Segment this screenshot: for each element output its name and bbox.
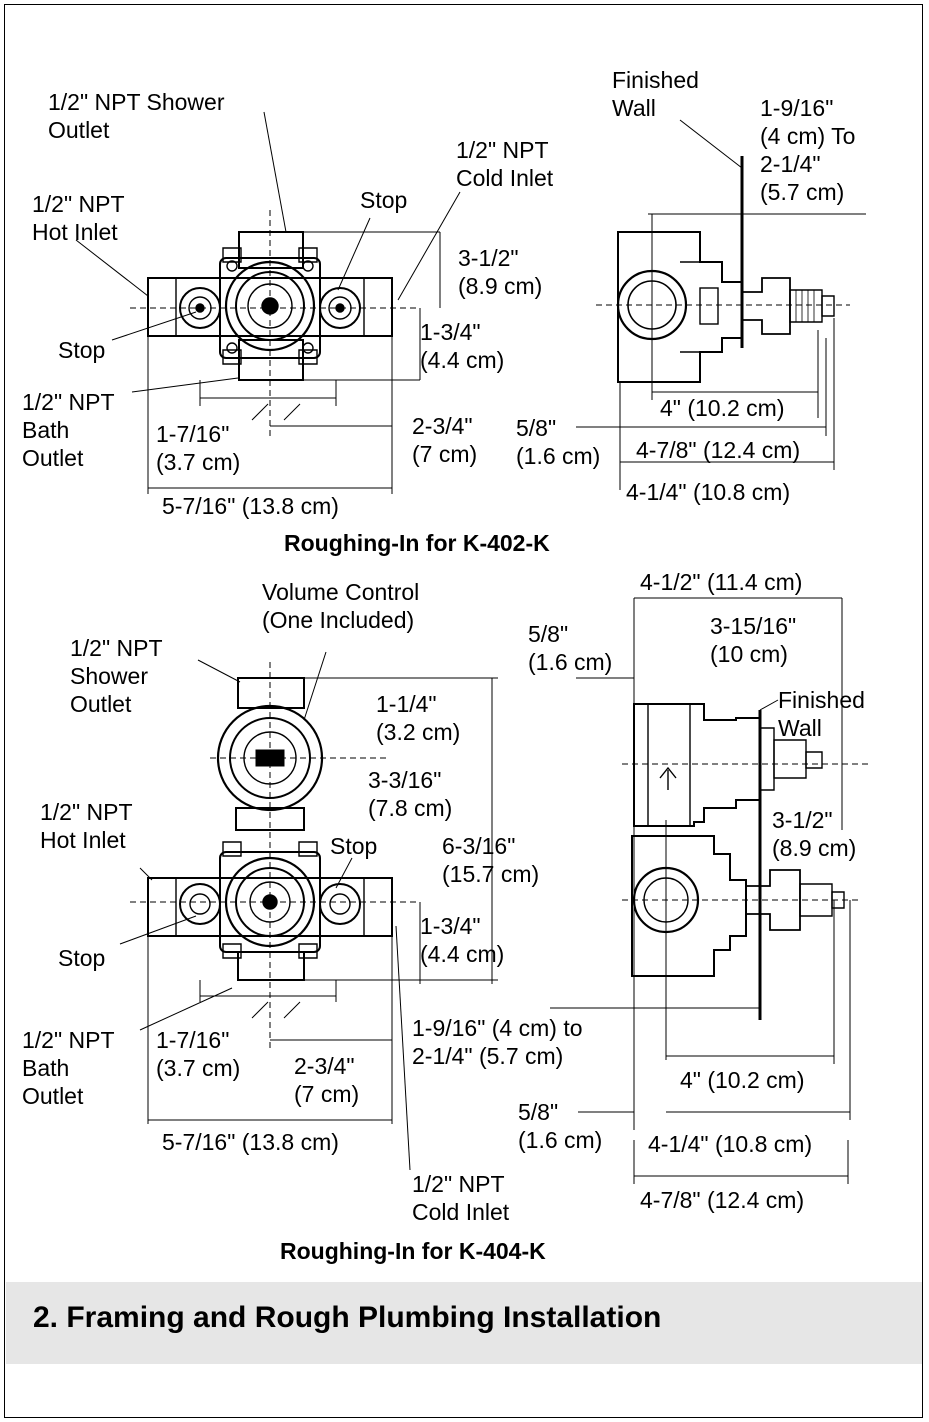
top-side-valve (616, 231, 835, 383)
top-caption: Roughing-In for K-402-K (284, 530, 550, 556)
top-side-dimensions (576, 119, 866, 490)
top-shower-outlet-label: 1/2" NPT Shower Outlet (48, 89, 225, 143)
top-dim-5-8: 5/8" (1.6 cm) (516, 415, 601, 469)
bottom-dim-4: 4" (10.2 cm) (680, 1067, 805, 1093)
bottom-dim-1-7-16: 1-7/16" (3.7 cm) (156, 1027, 241, 1081)
top-cold-inlet-label: 1/2" NPT Cold Inlet (456, 137, 554, 191)
bottom-stop-lower-label: Stop (58, 945, 106, 971)
bottom-volume-control-label: Volume Control (One Included) (262, 579, 420, 633)
bottom-front-dimensions (119, 651, 498, 1171)
bottom-dim-1-9-16: 1-9/16" (4 cm) to 2-1/4" (5.7 cm) (412, 1015, 583, 1069)
bottom-bath-outlet-label: 1/2" NPT Bath Outlet (22, 1027, 115, 1109)
bottom-dim-1-3-4: 1-3/4" (4.4 cm) (420, 913, 505, 967)
top-hot-inlet-label: 1/2" NPT Hot Inlet (32, 191, 125, 245)
bottom-hot-inlet-label: 1/2" NPT Hot Inlet (40, 799, 133, 853)
top-finished-wall-label: Finished Wall (612, 67, 699, 121)
top-front-dimensions (130, 210, 420, 440)
bottom-finished-wall-label: Finished Wall (778, 687, 865, 741)
top-dim-4-1-4: 4-1/4" (10.8 cm) (626, 479, 791, 505)
top-dim-3-1-2: 3-1/2" (8.9 cm) (458, 245, 543, 299)
top-dim-1-3-4: 1-3/4" (4.4 cm) (420, 319, 505, 373)
top-dim-4-7-8: 4-7/8" (12.4 cm) (636, 437, 801, 463)
bottom-shower-outlet-label: 1/2" NPT Shower Outlet (70, 635, 163, 717)
bottom-dim-3-3-16: 3-3/16" (7.8 cm) (368, 767, 453, 821)
bottom-dim-3-1-2: 3-1/2" (8.9 cm) (772, 807, 857, 861)
bottom-cold-inlet-label: 1/2" NPT Cold Inlet (412, 1171, 510, 1225)
bottom-dim-5-8-upper: 5/8" (1.6 cm) (528, 621, 613, 675)
page-border (4, 4, 923, 1418)
bottom-caption: Roughing-In for K-404-K (280, 1238, 546, 1264)
top-dim-4: 4" (10.2 cm) (660, 395, 785, 421)
bottom-dim-5-8-lower: 5/8" (1.6 cm) (518, 1099, 603, 1153)
top-dim-1-7-16: 1-7/16" (3.7 cm) (156, 421, 241, 475)
bottom-side-valves (631, 703, 845, 977)
bottom-dim-4-7-8: 4-7/8" (12.4 cm) (640, 1187, 805, 1213)
top-front-leaders (75, 111, 461, 494)
bottom-dim-3-15-16: 3-15/16" (10 cm) (710, 613, 797, 667)
bottom-dim-5-7-16: 5-7/16" (13.8 cm) (162, 1129, 339, 1155)
bottom-dim-4-1-2: 4-1/2" (11.4 cm) (640, 569, 803, 595)
bottom-dim-1-1-4: 1-1/4" (3.2 cm) (376, 691, 461, 745)
section-title: 2. Framing and Rough Plumbing Installati… (33, 1301, 662, 1334)
top-bath-outlet-label: 1/2" NPT Bath Outlet (22, 389, 115, 471)
bottom-dim-4-1-4: 4-1/4" (10.8 cm) (648, 1131, 813, 1157)
top-dim-1-9-16: 1-9/16" (4 cm) To 2-1/4" (5.7 cm) (760, 95, 856, 205)
top-dim-2-3-4: 2-3/4" (7 cm) (412, 413, 478, 467)
bottom-dim-2-3-4: 2-3/4" (7 cm) (294, 1053, 360, 1107)
section-header: 2. Framing and Rough Plumbing Installati… (6, 1282, 922, 1364)
bottom-dim-6-3-16: 6-3/16" (15.7 cm) (442, 833, 540, 887)
top-stop-lower-label: Stop (58, 337, 106, 363)
top-dim-5-7-16: 5-7/16" (13.8 cm) (162, 493, 339, 519)
bottom-stop-upper-label: Stop (330, 833, 378, 859)
bottom-side-dimensions (550, 597, 870, 1184)
top-stop-upper-label: Stop (360, 187, 408, 213)
